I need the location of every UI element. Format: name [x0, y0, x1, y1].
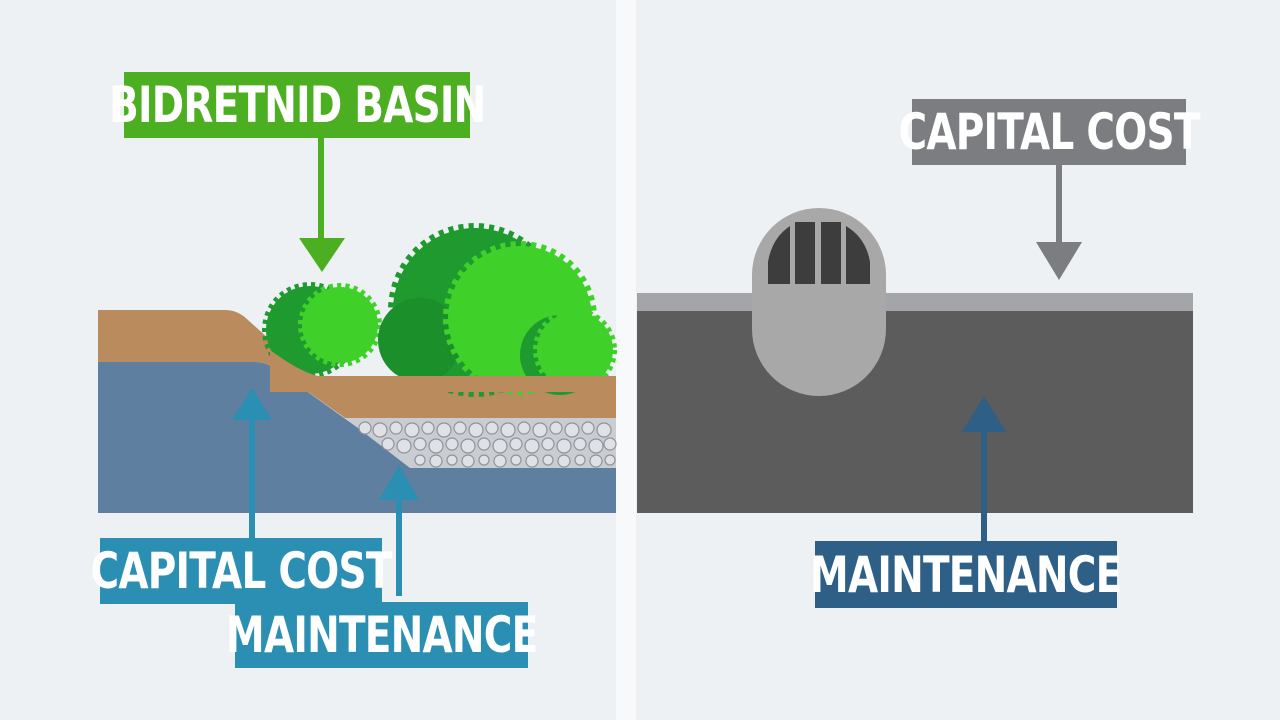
- arrow-up-icon: [232, 388, 272, 544]
- right-maintenance-label: MAINTENANCE: [810, 541, 1123, 608]
- arrow-down-icon: [299, 138, 345, 272]
- arrow-up-icon: [962, 396, 1006, 545]
- arrow-down-icon: [1036, 163, 1082, 280]
- panel-divider: [616, 0, 636, 720]
- right-capital-cost-label: CAPITAL COST: [898, 99, 1200, 165]
- shrub-icon: [262, 223, 617, 397]
- pavement-top-layer: [637, 293, 1193, 311]
- left-capital-cost-label: CAPITAL COST: [90, 538, 392, 604]
- storm-drain-icon: [752, 208, 886, 396]
- bioretention-basin-label: BIDRETNID BASIN: [109, 72, 486, 138]
- subgrade-layer: [98, 362, 616, 513]
- arrow-up-icon: [379, 465, 419, 596]
- gravel-stones-icon: [358, 421, 617, 468]
- left-maintenance-label: MAINTENANCE: [226, 602, 538, 668]
- pavement-body: [637, 311, 1193, 513]
